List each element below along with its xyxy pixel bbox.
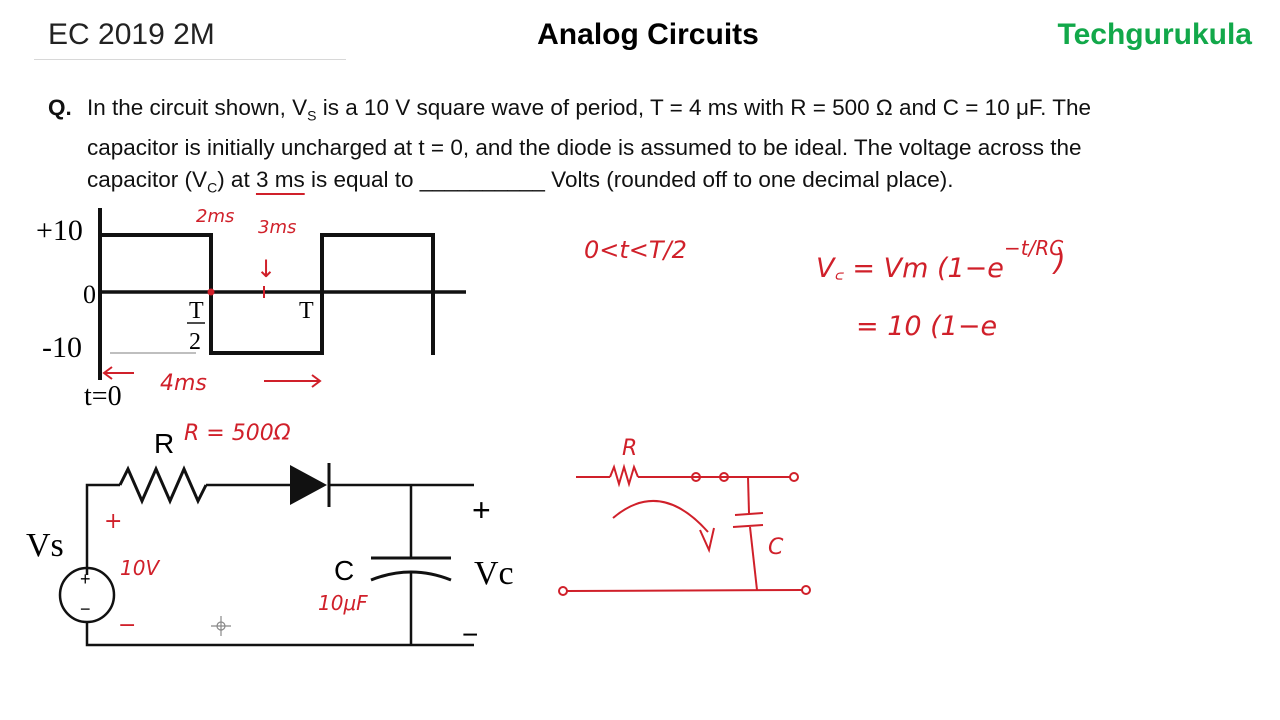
annot-4ms: 4ms [160, 371, 207, 396]
capacitor-plate-bottom [370, 570, 452, 582]
output-plus: + [472, 492, 491, 528]
voltage-source-symbol [58, 566, 116, 624]
y-label-zero: 0 [83, 280, 96, 309]
output-label: Vc [474, 555, 514, 592]
question-line-2: capacitor is initially uncharged at t = … [87, 134, 1082, 160]
question-line-1: In the circuit shown, VS is a 10 V squar… [87, 95, 1092, 124]
annot-r-value: R = 500Ω [184, 421, 291, 446]
wire-left-top [85, 483, 120, 575]
question-label: Q. [48, 95, 72, 120]
sketch-c-label: C [768, 535, 784, 560]
t-zero-label: t=0 [84, 381, 122, 412]
sketch-r-label: R [622, 436, 637, 461]
equation-1-close: ) [1052, 243, 1066, 278]
diode-symbol [290, 465, 327, 505]
waveform-annotations: 2ms 3ms ↓ 4ms [102, 206, 322, 396]
output-minus: − [462, 619, 478, 650]
equation-1-exponent: −t/RC [1004, 236, 1063, 260]
period-label: T [299, 298, 314, 324]
half-period-num: T [189, 298, 204, 324]
brand-name: Techgurukula [1057, 18, 1252, 51]
square-waveform: +10 0 -10 T 2 T t=0 [36, 208, 466, 412]
highlight-3ms: 3 ms [255, 166, 305, 192]
y-label-plus10: +10 [36, 214, 83, 247]
equation-2: = 10 (1−e [856, 311, 997, 342]
waveform-trace [100, 233, 435, 355]
capacitor-label: C [334, 555, 354, 586]
annot-plus: + [104, 509, 122, 534]
rc-diode-circuit: + − R C Vs Vc + − [26, 428, 514, 650]
equivalent-circuit-sketch: R C [558, 436, 811, 596]
y-label-minus10: -10 [42, 331, 82, 364]
exam-code: EC 2019 2M [48, 18, 215, 51]
annot-vs-10v: 10V [120, 556, 160, 580]
annot-2ms: 2ms [196, 206, 234, 227]
source-label: Vs [26, 527, 64, 564]
source-plus: + [80, 569, 91, 589]
annot-interval: 0<t<T/2 [584, 236, 687, 264]
half-period-marker [207, 288, 215, 296]
wire-bottom [85, 622, 474, 647]
question-text: In the circuit shown, VS is a 10 V squar… [87, 92, 1247, 203]
half-period-den: 2 [189, 329, 201, 355]
circuit-annotations: R = 500Ω + − 10V 10μF [104, 421, 368, 638]
annot-arrow-down: ↓ [256, 255, 276, 283]
header-divider [34, 59, 346, 60]
annot-3ms: 3ms [258, 217, 296, 238]
annot-c-10uf: 10μF [318, 591, 368, 615]
resistor-symbol [118, 465, 208, 505]
subject-title: Analog Circuits [537, 18, 759, 51]
equation-1: V꜀ = Vm (1−e [816, 253, 1004, 284]
source-minus: − [80, 599, 91, 619]
cursor-crosshair-icon [211, 616, 231, 636]
question-line-3: capacitor (VC) at 3 ms is equal to _____… [87, 166, 954, 196]
resistor-label: R [154, 428, 174, 459]
handwritten-equations: 0<t<T/2 V꜀ = Vm (1−e −t/RC ) = 10 (1−e [584, 236, 1066, 342]
annot-minus: − [118, 613, 136, 638]
